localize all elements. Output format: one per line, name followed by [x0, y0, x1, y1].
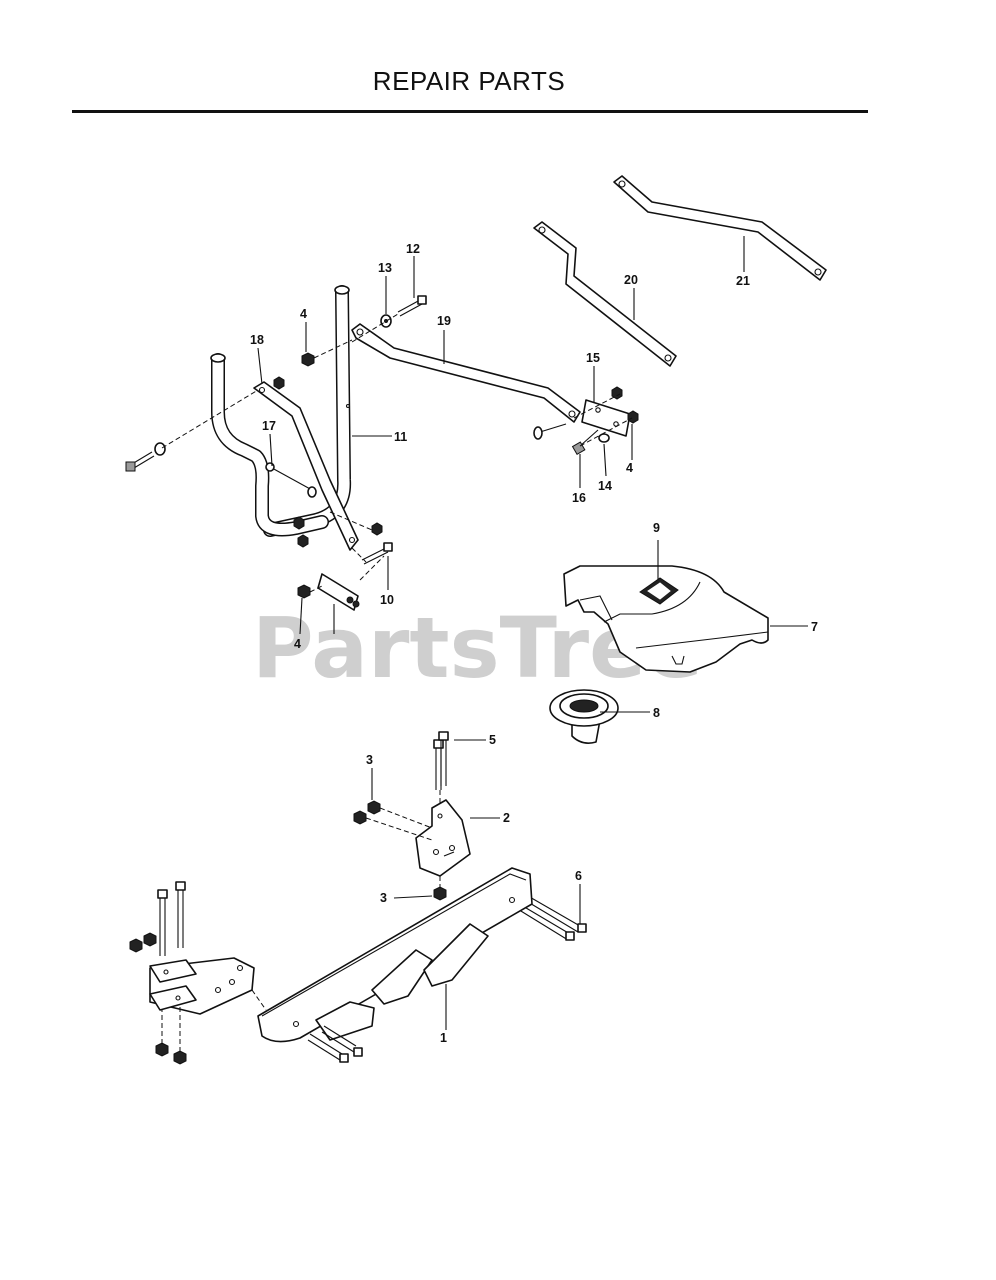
callout-21: 21 [736, 274, 750, 288]
callout-15: 15 [586, 351, 600, 365]
page-title: REPAIR PARTS [372, 66, 566, 96]
callout-19: 19 [437, 314, 451, 328]
callout-7: 7 [811, 620, 818, 634]
part-1-front-bumper [257, 867, 533, 1043]
bolt-17 [265, 462, 317, 498]
callout-18: 18 [250, 333, 264, 347]
callout-20: 20 [624, 273, 638, 287]
callout-4-lower: 4 [294, 637, 301, 651]
callout-11: 11 [394, 430, 407, 444]
part-18-bracket-arm [253, 381, 359, 551]
callout-6: 6 [575, 869, 582, 883]
callout-3-lower: 3 [380, 891, 387, 905]
bolt-16 [571, 429, 599, 456]
part-7-belt-cover [563, 565, 769, 673]
callout-1: 1 [440, 1031, 447, 1045]
callout-3-upper: 3 [366, 753, 373, 767]
part-21-link-bar [613, 175, 827, 281]
bolt-10 [361, 542, 393, 565]
nut-4-top [301, 352, 315, 367]
bolt-5 [433, 731, 449, 790]
plate-lower [317, 573, 360, 611]
left-mounting-bracket [149, 957, 255, 1015]
callout-14: 14 [598, 479, 612, 493]
part-20-link-bar [533, 221, 677, 367]
bumper-lower-bolts [307, 1025, 363, 1063]
callout-9: 9 [653, 521, 660, 535]
callout-12: 12 [406, 242, 420, 256]
callout-10: 10 [380, 593, 394, 607]
washer-14 [598, 433, 610, 443]
callout-4-right: 4 [626, 461, 633, 475]
part-19-steering-link [351, 323, 581, 423]
callout-13: 13 [378, 261, 392, 275]
title-rule [72, 110, 868, 113]
callout-17: 17 [262, 419, 276, 433]
nut-4-lower [297, 584, 311, 599]
callout-labels: 1 2 3 3 4 4 4 5 6 7 8 9 10 11 12 13 14 1… [250, 242, 818, 1045]
callout-16: 16 [572, 491, 586, 505]
callout-4-top: 4 [300, 307, 307, 321]
bolt-19-pin [533, 423, 567, 440]
part-17-tube-frame [210, 353, 329, 537]
callout-2: 2 [503, 811, 510, 825]
leader-lines [257, 236, 808, 1030]
bolt-left-frame [125, 442, 166, 472]
washer-13 [380, 314, 392, 328]
part-15-plate [581, 399, 631, 437]
nut-frame-a [273, 376, 285, 390]
callout-5: 5 [489, 733, 496, 747]
left-vertical-bolts [157, 881, 186, 956]
nut-frame-b [293, 516, 309, 548]
nut-3-upper [353, 800, 381, 825]
nut-4-right [611, 386, 639, 424]
nut-3-lower [433, 886, 447, 901]
callout-8: 8 [653, 706, 660, 720]
part-2-bracket [415, 799, 471, 877]
bolt-12 [397, 295, 427, 317]
nut-frame-c [371, 522, 383, 536]
part-8-pulley [549, 689, 619, 744]
part-9-decal [639, 577, 679, 605]
